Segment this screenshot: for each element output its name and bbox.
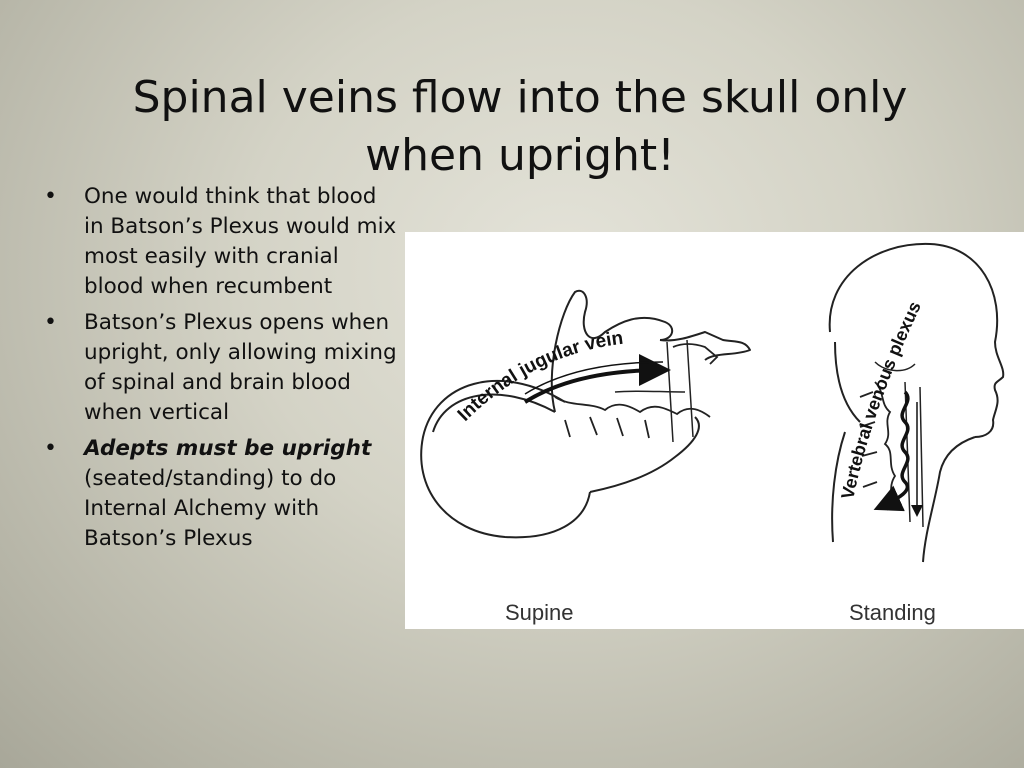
bullet-icon: • — [44, 310, 57, 335]
bullet-item: • Adepts must be upright (seated/standin… — [40, 434, 400, 554]
slide-title: Spinal veins flow into the skull only wh… — [60, 69, 980, 185]
jugular-flow-arrow — [523, 354, 671, 404]
bullet-icon: • — [44, 184, 57, 209]
title-line-1: Spinal veins flow into the skull only — [132, 72, 908, 124]
bullet-text: One would think that blood in Batson’s P… — [84, 184, 397, 299]
bullet-item: • Batson’s Plexus opens when upright, on… — [40, 308, 400, 428]
standing-caption: Standing — [849, 600, 936, 625]
supine-head-drawing — [420, 289, 751, 539]
title-line-2: when upright! — [365, 130, 675, 182]
plexus-flow-arrow — [873, 390, 910, 512]
bullet-text: (seated/standing) to do Internal Alchemy… — [84, 466, 337, 551]
bullet-text: Batson’s Plexus opens when upright, only… — [84, 310, 397, 425]
anatomy-figure: Internal jugular vein Vertebral venous p… — [405, 232, 1024, 629]
vertebral-plexus-label: Vertebral venous plexus — [837, 298, 925, 501]
bullet-emphasis: Adepts must be upright — [84, 436, 372, 461]
standing-head-drawing — [828, 242, 1005, 563]
bullet-list: • One would think that blood in Batson’s… — [40, 182, 400, 560]
bullet-item: • One would think that blood in Batson’s… — [40, 182, 400, 302]
bullet-icon: • — [44, 436, 57, 461]
anatomy-illustration: Internal jugular vein Vertebral venous p… — [420, 242, 1005, 563]
supine-caption: Supine — [505, 600, 574, 625]
